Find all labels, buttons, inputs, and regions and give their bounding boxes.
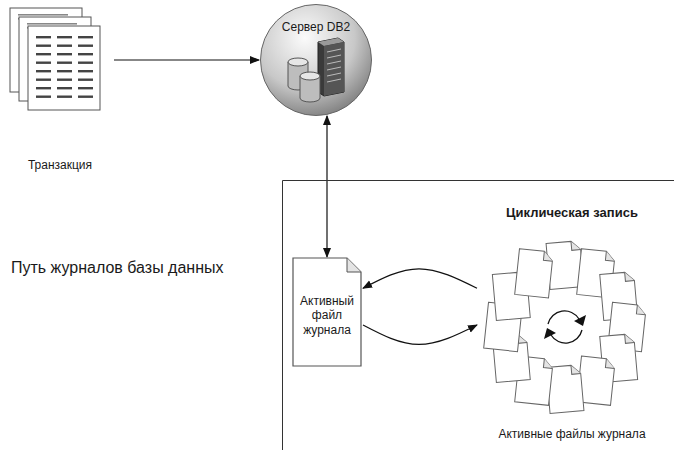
node-label: Транзакция (10, 158, 110, 172)
server-sphere (261, 5, 372, 116)
docs-shape (10, 8, 110, 112)
document-sheet (28, 26, 100, 110)
node-label: Путь журналов базы данных (8, 258, 274, 277)
transaction-docs: Транзакция (10, 8, 110, 112)
node-label: Активный файл журнала (293, 294, 361, 337)
server-circle: Сервер DB2 (260, 4, 372, 116)
node-body-label: Активные файлы журнала (473, 427, 671, 441)
flow-arrow (363, 325, 477, 344)
node-label: Сервер DB2 (260, 20, 372, 34)
log-file-ring (484, 241, 647, 414)
flow-arrow (363, 269, 477, 288)
flow-arrow (326, 116, 327, 257)
node-label: Циклическая запись (477, 205, 667, 221)
log-path-region: Активный файл журналаЦиклическая записьА… (282, 180, 674, 450)
file-outline (293, 258, 361, 366)
server-icon (288, 38, 344, 102)
circular-log-group: Циклическая записьАктивные файлы журнала (477, 205, 667, 445)
region-border (283, 180, 674, 181)
region-border (282, 181, 283, 450)
flow-arrow (114, 59, 259, 60)
cycle-arrows (544, 311, 586, 343)
cycle-shape (477, 205, 667, 445)
active-log-file: Активный файл журнала (293, 258, 361, 366)
